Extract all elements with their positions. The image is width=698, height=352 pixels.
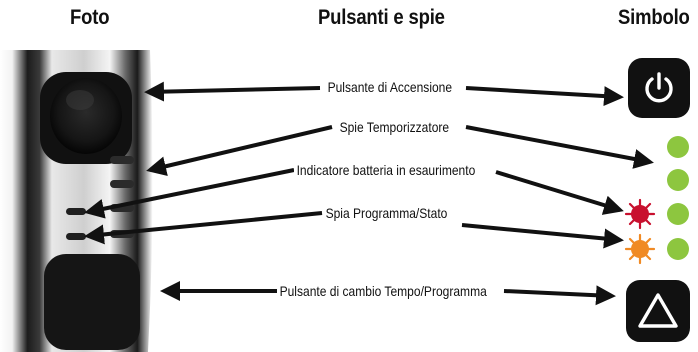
label-timer-lights: Spie Temporizzatore (337, 118, 452, 136)
header-photo: Foto (70, 6, 110, 29)
arrow-timer-to-symbol (465, 125, 654, 169)
label-power-button: Pulsante di Accensione (325, 78, 455, 96)
timer-led-3 (667, 203, 689, 225)
arrow-power-to-photo (144, 81, 321, 102)
header-buttons-lights: Pulsanti e spie (318, 6, 445, 29)
power-icon (645, 72, 673, 103)
cycle-button-housing (44, 254, 140, 350)
label-program-light: Spia Programma/Stato (323, 204, 450, 222)
cycle-button-symbol (626, 280, 690, 342)
header-symbol: Simbolo (618, 6, 690, 29)
arrow-power-to-symbol (465, 86, 624, 107)
device-photo (0, 50, 153, 352)
triangle-icon (638, 293, 678, 328)
arrow-cycle-to-symbol (503, 285, 616, 306)
timer-led-1 (667, 136, 689, 158)
program-indicator-icon (624, 233, 656, 265)
arrow-program-to-symbol (461, 223, 624, 249)
arrow-timer-to-photo (146, 125, 333, 177)
arrow-program-to-photo (84, 211, 323, 245)
timer-led-4 (667, 238, 689, 260)
label-cycle-button: Pulsante di cambio Tempo/Programma (277, 282, 490, 300)
arrow-battery-to-photo (84, 168, 295, 219)
power-button-symbol (628, 58, 690, 118)
arrow-battery-to-symbol (495, 170, 624, 215)
label-battery-indicator: Indicatore batteria in esaurimento (294, 161, 478, 179)
timer-led-2 (667, 169, 689, 191)
battery-indicator-icon (624, 198, 656, 230)
